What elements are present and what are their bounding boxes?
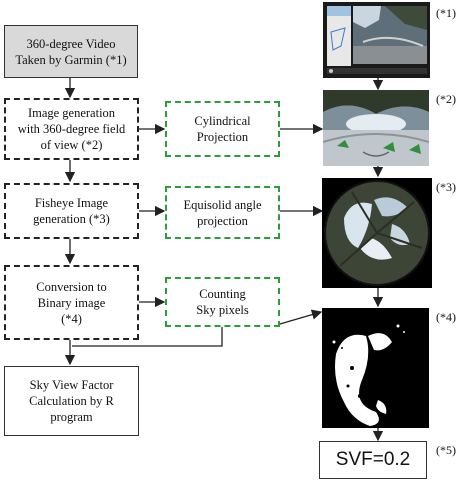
ref-marker-2: (*2) [436, 92, 456, 106]
garmin-screenshot-image [323, 2, 430, 78]
svf-result-box: SVF=0.2 [319, 441, 427, 479]
ref-marker-1: (*1) [436, 6, 456, 20]
binary-conversion-label: Conversion to Binary image (*4) [36, 279, 107, 326]
video-box-label: 360-degree Video Taken by Garmin (*1) [15, 36, 127, 67]
binary-image [322, 308, 429, 428]
fisheye-generation-label: Fisheye Image generation (*3) [33, 196, 110, 226]
fisheye-generation-box: Fisheye Image generation (*3) [4, 183, 139, 239]
cylindrical-projection-box: Cylindrical Projection [165, 101, 280, 157]
garmin-screenshot-drawing [327, 6, 427, 74]
cylindrical-panorama-image [323, 90, 429, 166]
counting-sky-pixels-label: Counting Sky pixels [196, 287, 249, 317]
connector-counting-to-chain [72, 327, 223, 347]
video-box: 360-degree Video Taken by Garmin (*1) [4, 25, 138, 78]
equisolid-projection-box: Equisolid angle projection [165, 186, 280, 239]
arrow-counting-to-binary-image [279, 309, 323, 325]
ref-marker-5: (*5) [436, 443, 456, 457]
svf-calculation-box: Sky View Factor Calculation by R program [4, 366, 139, 436]
cylindrical-projection-label: Cylindrical Projection [194, 114, 251, 144]
binary-conversion-box: Conversion to Binary image (*4) [4, 265, 139, 340]
image-generation-label: Image generation with 360-degree field o… [17, 106, 126, 152]
fisheye-image [322, 178, 432, 288]
ref-marker-4: (*4) [436, 310, 456, 324]
svf-result-label: SVF=0.2 [335, 449, 411, 470]
fisheye-drawing [324, 180, 430, 286]
equisolid-projection-label: Equisolid angle projection [183, 197, 262, 228]
ref-marker-3: (*3) [436, 180, 456, 194]
svf-calculation-label: Sky View Factor Calculation by R program [29, 378, 114, 424]
binary-drawing [332, 324, 405, 426]
counting-sky-pixels-box: Counting Sky pixels [165, 277, 280, 327]
cylindrical-panorama-drawing [323, 90, 429, 166]
image-generation-box: Image generation with 360-degree field o… [4, 98, 139, 160]
